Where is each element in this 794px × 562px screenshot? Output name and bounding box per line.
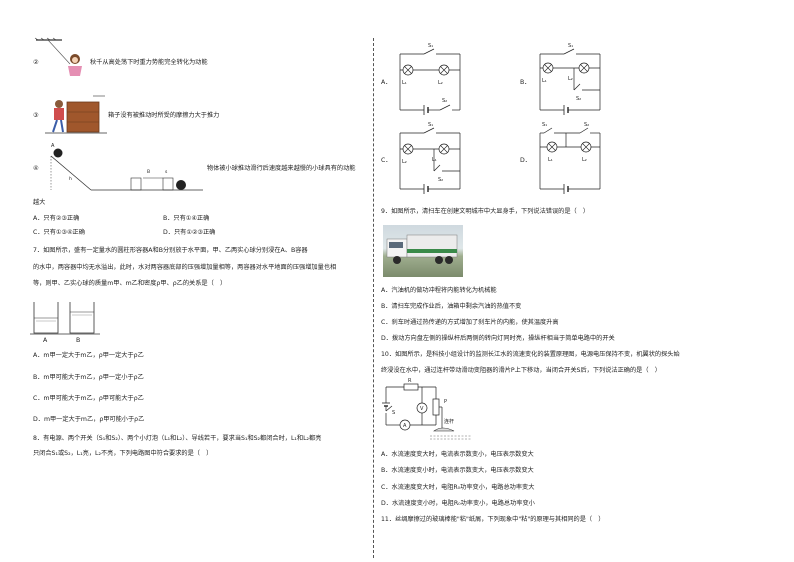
q11-stem: 11．丝绸摩擦过的玻璃棒能"粘"纸屑，下列现象中"粘"的原理与其相同的是（ ） [381,516,605,523]
circuit-c-diagram: S₁ L₂ L₁ S₂ [399,122,461,194]
svg-text:B: B [147,169,150,175]
circuit-a-l1: L₁ [402,80,407,86]
q6-option-a: A．只有②③正确 [33,215,80,222]
circuit-b-s1: S₁ [568,43,573,49]
push-box-figure [45,95,107,134]
flow-monitor-circuit: R S A V P 连杆 [382,378,472,440]
circuit-a-l2: L₂ [438,80,443,86]
circuit-c-l1: L₁ [432,157,437,163]
circuit-a-diagram: S₁ L₁ L₂ S₂ [399,43,461,115]
q10-line-2: 终浸没在水中，通过连杆带动滑动变阻器的滑片P上下移动，当闭合开关S后，下列说法正… [381,367,661,374]
q10-line-1: 10．如图所示，是科技小组设计的监测长江水的流速变化的装置原理图，电源电压保持不… [381,351,680,358]
sweeper-truck-icon [386,234,458,264]
circuit-d-l1: L₁ [548,157,553,163]
circuit-b-diagram: S₁ L₁ L₂ S₂ [539,43,601,115]
q6-option-c: C．只有①③④正确 [33,229,85,236]
resistor-r-label: R [408,378,412,384]
container-a-label: A [43,337,48,344]
circuit-c-s2: S₂ [438,177,443,183]
circuit-b-s2: S₂ [576,96,581,102]
swing-figure [34,37,82,76]
q9-stem: 9．如图所示，清扫车在创建文明城市中大显身手，下列说法错误的是（ ） [381,208,590,215]
q7-option-c: C．m甲可能大于m乙，ρ甲可能大于ρ乙 [33,395,144,402]
q7-option-a: A．m甲一定大于m乙，ρ甲一定大于ρ乙 [33,352,144,359]
q9-option-b: B．清扫车完成作业后，油箱中剩余汽油的热值不变 [381,303,522,310]
item-4-text: 物体被小球推动滑行后速度越来越慢的小球具有的动能 [207,165,356,172]
svg-text:A: A [51,143,55,149]
circuit-d-label: D． [520,157,531,164]
circuit-c-s1: S₁ [428,122,433,128]
circuit-d-s1: S₁ [542,122,547,128]
q10-option-a: A．水流速度变大时，电流表示数变小，电压表示数变大 [381,451,534,458]
circuit-a-label: A． [381,79,392,86]
q7-line-2: 的水中，两容器中均无水溢出，此时，水对两容器底部的压强增加量相等，两容器对水平地… [33,264,337,271]
street-sweeper-photo [383,225,463,277]
q9-option-d: D．拨动方向盘左侧的操纵杆后两侧的转向灯同时亮，操纵杆相当于简单电路中的开关 [381,335,615,342]
ramp-ball-figure: A h B s [50,143,203,191]
item-4-number: ④ [33,165,39,172]
svg-text:h: h [69,176,72,182]
q8-line-2: 只闭合S₁或S₂，L₁亮，L₂不亮，下列电路图中符合要求的是（ ） [33,450,213,457]
item-2-text: 秋千从高处荡下时重力势能完全转化为动能 [90,59,208,66]
containers-figure [30,302,100,335]
q10-option-d: D．水流速度变小时，电阻R₀功率变小，电路总功率变小 [381,500,535,507]
q6-option-b: B．只有①④正确 [163,215,210,222]
item-3-text: 箱子没有被推动时所受的摩擦力大于推力 [108,112,220,119]
q8-line-1: 8．有电源、两个开关（S₁和S₂）、两个小灯泡（L₁和L₂）、导线若干，要求当S… [33,435,322,442]
q10-option-c: C．水流速度变大时，电阻R₀功率变小，电路总功率变大 [381,484,535,491]
circuit-c-label: C． [381,157,392,164]
q6-option-d: D．只有①②③正确 [163,229,216,236]
ammeter-label: A [403,423,407,429]
circuit-a-s2: S₂ [442,98,447,104]
item-3-number: ③ [33,112,39,119]
q9-option-a: A．汽油机的做功冲程将内能转化为机械能 [381,287,497,294]
q7-option-d: D．m甲一定大于m乙，ρ甲可能小于ρ乙 [33,416,145,423]
circuit-d-s2: S₂ [584,122,589,128]
circuit-b-l2: L₂ [568,76,573,82]
q6-tail: 越大 [33,199,46,206]
switch-s-label: S [392,410,395,416]
slider-p-label: P [444,399,447,405]
voltmeter-label: V [420,406,424,412]
q7-option-b: B．m甲可能大于m乙，ρ甲一定小于ρ乙 [33,374,144,381]
rod-label: 连杆 [444,418,454,425]
circuit-b-label: B． [520,79,531,86]
q7-line-3: 等，则甲、乙实心球的质量m甲、m乙和密度ρ甲、ρ乙的关系是（ ） [33,280,227,287]
circuit-d-diagram: S₁ S₂ L₁ L₂ [539,122,601,194]
q9-option-c: C．刹车时通过热传递的方式增加了刹车片的内能，使其温度升高 [381,319,559,326]
circuit-c-l2: L₂ [402,159,407,165]
q7-line-1: 7．如图所示，盛有一定量水的圆柱形容器A和B分别放于水平面，甲、乙两实心球分别浸… [33,247,308,254]
circuit-d-l2: L₂ [582,157,587,163]
container-b-label: B [76,337,81,344]
item-2-number: ② [33,59,39,66]
column-divider [373,38,374,558]
q10-option-b: B．水流速度变小时，电流表示数变大，电压表示数变大 [381,467,534,474]
circuit-a-s1: S₁ [428,43,433,49]
svg-text:s: s [165,170,168,175]
circuit-b-l1: L₁ [542,78,547,84]
